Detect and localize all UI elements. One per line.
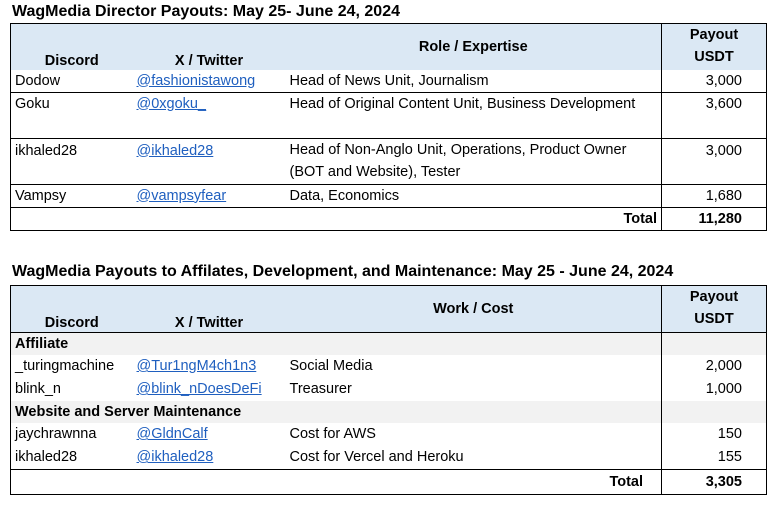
cell-role: Data, Economics [289, 187, 400, 204]
cell-payout: 1,000 [661, 378, 767, 401]
cell-work: Cost for Vercel and Heroku [289, 449, 464, 465]
cell-role: Head of Original Content Unit, Business … [289, 95, 636, 112]
cell-role: Head of Non-Anglo Unit, Operations, Prod… [286, 138, 662, 184]
cell-discord: Goku [15, 95, 50, 112]
cell-discord: blink_n [15, 381, 61, 397]
twitter-link[interactable]: @GldnCalf [136, 426, 208, 442]
director-payouts-title: WagMedia Director Payouts: May 25- June … [12, 3, 400, 20]
cell-payout: 155 [661, 446, 767, 470]
total-value: 11,280 [661, 206, 767, 230]
header-discord: Discord [10, 285, 133, 333]
affiliate-payouts-table: Discord X / Twitter Work / Cost Payout U… [10, 285, 767, 495]
table-row: Goku @0xgoku_ Head of Original Content U… [10, 92, 767, 138]
cell-role-line2: (BOT and Website), Tester [289, 163, 461, 180]
table-row: _turingmachine @Tur1ngM4ch1n3 Social Med… [11, 355, 767, 378]
twitter-link[interactable]: @ikhaled28 [136, 449, 214, 465]
cell-payout: 150 [661, 423, 767, 446]
cell-discord: _turingmachine [15, 358, 115, 374]
header-payout-line2: USDT [694, 311, 734, 327]
total-row: Total 3,305 [10, 469, 767, 495]
header-payout-line1: Payout [689, 289, 739, 305]
header-payout-line2: USDT [694, 49, 734, 65]
twitter-link[interactable]: @vampsyfear [136, 187, 227, 204]
table-row: jaychrawnna @GldnCalf Cost for AWS 150 [11, 423, 767, 446]
header-work: Work / Cost [285, 285, 662, 333]
cell-discord: ikhaled28 [15, 142, 78, 159]
total-label: Total [10, 206, 662, 230]
cell-payout: 2,000 [661, 355, 767, 378]
cell-role: Head of News Unit, Journalism [289, 72, 489, 89]
header-payout: Payout USDT [661, 285, 767, 333]
total-label: Total [10, 469, 662, 495]
cell-discord: ikhaled28 [15, 449, 78, 465]
section-row-maintenance: Website and Server Maintenance [10, 401, 767, 423]
section-label: Website and Server Maintenance [10, 401, 662, 423]
header-twitter: X / Twitter [132, 285, 286, 333]
twitter-link[interactable]: @ikhaled28 [136, 142, 214, 159]
cell-discord: jaychrawnna [15, 426, 97, 442]
twitter-link[interactable]: @0xgoku_ [136, 95, 207, 112]
cell-payout: 1,680 [661, 184, 767, 207]
twitter-link[interactable]: @fashionistawong [136, 72, 256, 89]
affiliate-payouts-title: WagMedia Payouts to Affilates, Developme… [12, 263, 674, 280]
cell-discord: Vampsy [15, 187, 67, 204]
director-payouts-table: Discord X / Twitter Role / Expertise Pay… [10, 23, 767, 231]
header-payout-line1: Payout [689, 27, 739, 43]
table-row: Dodow @fashionistawong Head of News Unit… [10, 69, 767, 92]
header-twitter: X / Twitter [132, 23, 286, 70]
cell-work: Cost for AWS [289, 426, 376, 442]
table-row: ikhaled28 @ikhaled28 Head of Non-Anglo U… [10, 138, 767, 184]
table-row: ikhaled28 @ikhaled28 Cost for Vercel and… [11, 446, 767, 470]
cell-payout: 3,000 [661, 69, 767, 92]
header-discord: Discord [10, 23, 133, 70]
section-row-affiliate: Affiliate [10, 332, 767, 355]
header-row: Discord X / Twitter Work / Cost Payout U… [10, 285, 767, 333]
total-row: Total 11,280 [10, 206, 767, 230]
cell-work: Social Media [289, 358, 373, 374]
twitter-link[interactable]: @blink_nDoesDeFi [136, 381, 262, 397]
cell-work: Treasurer [289, 381, 352, 397]
header-row: Discord X / Twitter Role / Expertise Pay… [10, 23, 767, 70]
table-row: Vampsy @vampsyfear Data, Economics 1,680 [11, 184, 767, 207]
section-payout-blank [661, 332, 767, 355]
section-label: Affiliate [10, 332, 662, 355]
total-value: 3,305 [661, 469, 767, 495]
section-payout-blank [661, 401, 767, 423]
cell-discord: Dodow [15, 72, 61, 89]
cell-payout: 3,000 [661, 138, 767, 184]
table-row: blink_n @blink_nDoesDeFi Treasurer 1,000 [11, 378, 767, 401]
header-payout: Payout USDT [661, 23, 767, 70]
twitter-link[interactable]: @Tur1ngM4ch1n3 [136, 358, 257, 374]
cell-role-line1: Head of Non-Anglo Unit, Operations, Prod… [289, 141, 627, 158]
header-role: Role / Expertise [285, 23, 662, 70]
cell-payout: 3,600 [661, 92, 767, 138]
